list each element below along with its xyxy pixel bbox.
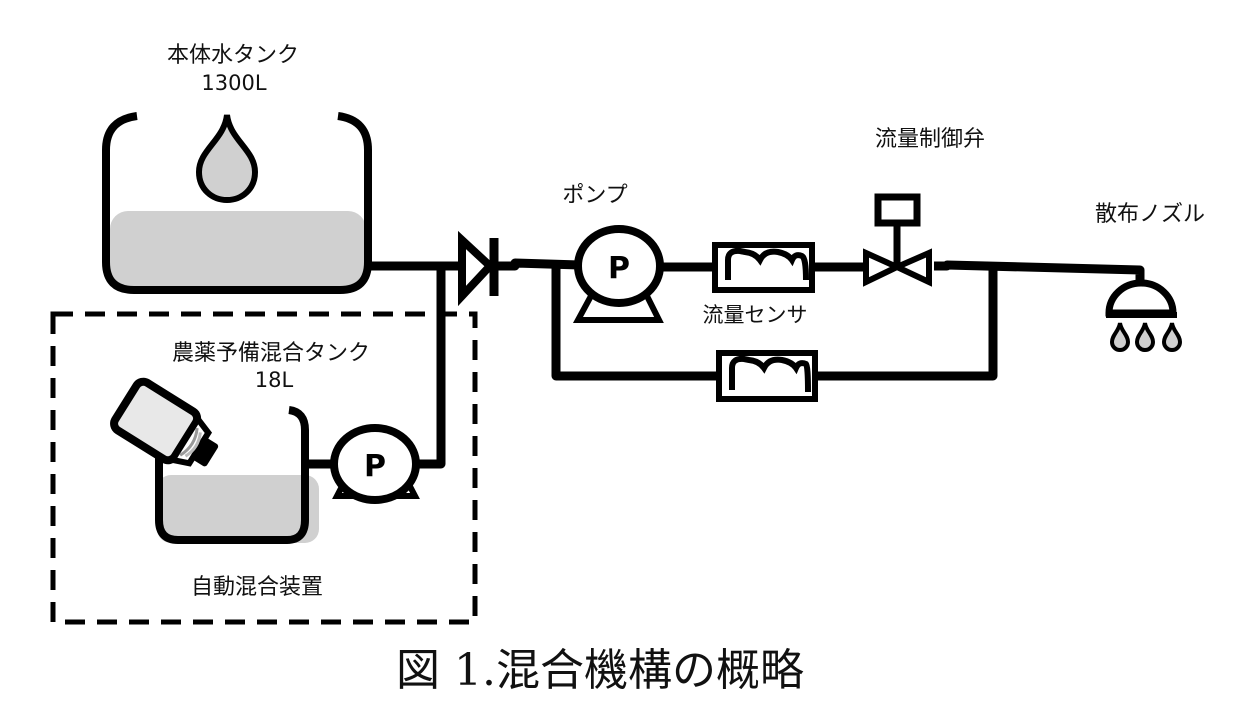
check-valve-icon	[458, 230, 499, 307]
main-pump: ポンプ P	[562, 183, 664, 323]
premix-tank: 農薬予備混合タンク 18L	[155, 341, 370, 544]
auto-mixer-label: 自動混合装置	[191, 575, 323, 600]
pipe-valve-to-nozzle	[934, 260, 1145, 281]
figure-caption: 図 1.混合機構の概略	[396, 645, 804, 696]
nozzle-head-icon	[1105, 279, 1177, 317]
flow-sensor-main: 流量センサ	[703, 242, 815, 327]
main-tank-capacity: 1300L	[201, 71, 266, 95]
spray-drop-icon	[1161, 322, 1183, 352]
pump-label: ポンプ	[562, 183, 627, 208]
water-drop-icon	[195, 114, 259, 204]
spray-nozzle-label: 散布ノズル	[1095, 202, 1205, 227]
pipe-after-check-valve	[498, 258, 581, 271]
pipe-mixer-up	[416, 266, 446, 469]
premix-tank-capacity: 18L	[255, 368, 294, 392]
main-tank-liquid	[110, 211, 366, 288]
coil-icon	[725, 247, 809, 281]
mixer-pump-symbol: P	[364, 449, 386, 484]
pipe-bypass-left	[551, 265, 719, 381]
main-water-tank: 本体水タンク 1300L	[102, 43, 372, 294]
flow-sensor-label: 流量センサ	[703, 303, 808, 327]
pump-symbol: P	[608, 251, 630, 286]
auto-mixer-boundary	[50, 311, 478, 625]
spray-drop-icon	[1134, 322, 1156, 352]
premix-tank-body	[155, 406, 309, 544]
coil-icon	[729, 355, 811, 393]
main-tank-body	[102, 112, 372, 294]
spray-nozzle: 散布ノズル	[1095, 202, 1205, 352]
premix-tank-liquid	[157, 475, 319, 543]
spray-drop-icon	[1109, 322, 1131, 352]
pesticide-bottle-icon	[110, 377, 219, 467]
mixer-pump: P	[330, 424, 420, 504]
piping	[305, 258, 1145, 469]
flow-control-valve: 流量制御弁	[863, 127, 985, 287]
pipe-bypass-right	[817, 267, 998, 381]
pump-circle	[574, 225, 664, 307]
valve-actuator	[874, 193, 921, 227]
main-tank-label: 本体水タンク	[167, 43, 299, 68]
flow-control-valve-label: 流量制御弁	[875, 127, 985, 152]
premix-tank-label: 農薬予備混合タンク	[172, 341, 370, 366]
flow-sensor-bypass	[716, 350, 818, 402]
